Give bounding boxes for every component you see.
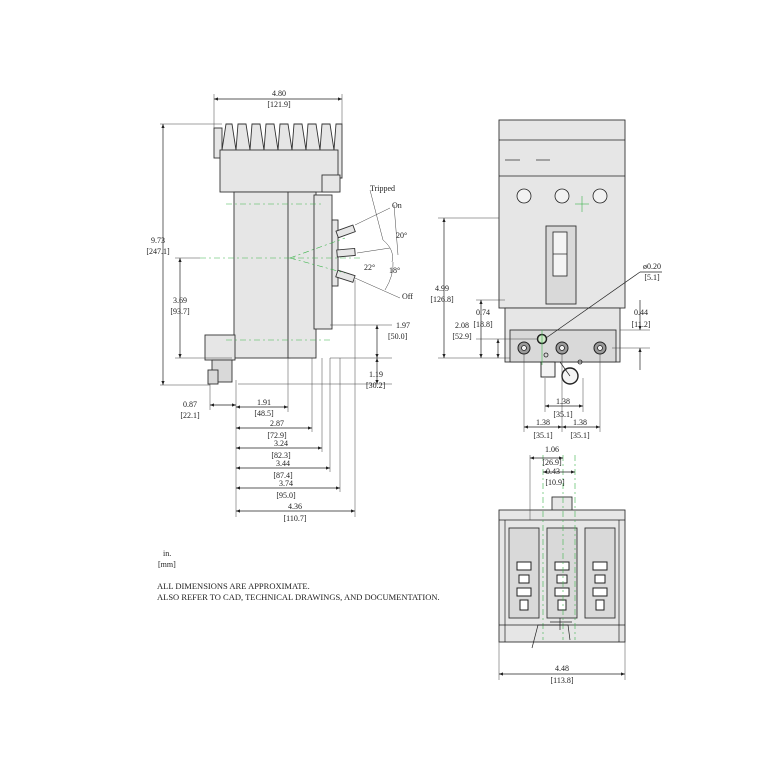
bottom-tab [551, 496, 573, 512]
dim-front-h2-in: 2.08 [455, 321, 469, 330]
note-line-1: ALL DIMENSIONS ARE APPROXIMATE. [157, 581, 310, 591]
dim-pitch-left-in: 1.38 [536, 418, 550, 427]
dim-rear-mm: [22.1] [180, 411, 200, 420]
dim-hole-mm: [5.1] [644, 273, 660, 282]
dim-d1-mm: [48.5] [254, 409, 274, 418]
handle-tripped [335, 224, 356, 239]
dim-d2-in: 2.87 [270, 419, 284, 428]
dim-mount-mm: [93.7] [170, 307, 190, 316]
dim-height-in: 9.73 [151, 236, 165, 245]
dim-width-in: 4.80 [272, 89, 286, 98]
angle-label-20: 20° [396, 231, 407, 240]
note-line-2: ALSO REFER TO CAD, TECHNICAL DRAWINGS, A… [157, 592, 440, 602]
side-front-face [313, 194, 333, 330]
legend-unit-mm: [mm] [158, 560, 176, 569]
dim-lower-in: 1.19 [369, 370, 383, 379]
dim-front-height-in: 4.99 [435, 284, 449, 293]
dim-d1-in: 1.91 [257, 398, 271, 407]
dim-handle-mm: [50.0] [388, 332, 408, 341]
side-foot [207, 369, 219, 385]
side-mid-body [287, 191, 317, 359]
dim-hole-in: ø0.20 [643, 262, 661, 271]
dim-rear-in: 0.87 [183, 400, 197, 409]
dim-d5-mm: [95.0] [276, 491, 296, 500]
dim-bottom-w2-mm: [10.9] [545, 478, 565, 487]
dim-front-h3-in: 0.74 [476, 308, 490, 317]
handle-off [335, 269, 356, 283]
dim-bottom-width-in: 4.48 [555, 664, 569, 673]
front-accessory-block [540, 361, 556, 378]
side-upper-housing [213, 127, 223, 159]
handle-label-off: Off [402, 292, 413, 301]
bottom-terminal-left [516, 561, 532, 611]
dim-bottom-w2-in: 0.43 [546, 467, 560, 476]
unit-legend: in. [mm] [158, 549, 176, 569]
dim-front-h3-mm: [18.8] [473, 320, 493, 329]
side-back-block [219, 149, 339, 193]
dim-bottom-width-mm: [113.8] [550, 676, 573, 685]
dim-d5-in: 3.74 [279, 479, 293, 488]
dim-handle-in: 1.97 [396, 321, 410, 330]
side-lower-base [204, 334, 236, 361]
bottom-view: 1.06 [26.9] 0.43 [10.9] 4.48 [113.8] [498, 445, 626, 685]
dim-d4-mm: [87.4] [273, 471, 293, 480]
dim-lower-mm: [30.2] [366, 381, 386, 390]
dim-width-mm: [121.9] [267, 100, 291, 109]
notes: ALL DIMENSIONS ARE APPROXIMATE. ALSO REF… [157, 581, 440, 602]
side-view: 4.80 [121.9] 9.73 [247.1] 3.69 [93.7] 1.… [146, 89, 413, 523]
dim-front-h2-mm: [52.9] [452, 332, 472, 341]
front-screw-left [516, 188, 532, 204]
handle-label-tripped: Tripped [370, 184, 395, 193]
bottom-terminal-right [592, 561, 608, 611]
legend-unit-in: in. [163, 549, 171, 558]
angle-label-18: 18° [389, 266, 400, 275]
dim-height-mm: [247.1] [146, 247, 170, 256]
dim-bottom-w1-mm: [26.9] [542, 458, 562, 467]
dim-pitch-mm: [35.1] [553, 410, 573, 419]
dim-d6-in: 4.36 [288, 502, 302, 511]
angle-label-22: 22° [364, 263, 375, 272]
dim-d2-mm: [72.9] [267, 431, 287, 440]
front-screw-right [592, 188, 608, 204]
dim-d3-in: 3.24 [274, 439, 288, 448]
bottom-terminal-center [554, 561, 570, 611]
front-view: 4.99 [126.8] 2.08 [52.9] 0.74 [18.8] ø0.… [430, 119, 662, 440]
dim-d4-in: 3.44 [276, 459, 290, 468]
dim-mount-in: 3.69 [173, 296, 187, 305]
dim-pitch-right-mm: [35.1] [570, 431, 590, 440]
bottom-accessory [531, 618, 572, 649]
front-screw-center [554, 188, 570, 204]
side-top-cap [321, 174, 341, 193]
dim-front-h4-in: 0.44 [634, 308, 648, 317]
dim-bottom-w1-in: 1.06 [545, 445, 559, 454]
dim-pitch-left-mm: [35.1] [533, 431, 553, 440]
dim-d3-mm: [82.3] [271, 451, 291, 460]
dim-front-height-mm: [126.8] [430, 295, 454, 304]
dim-pitch-right-in: 1.38 [573, 418, 587, 427]
handle-label-on: On [392, 201, 402, 210]
side-main-body [233, 191, 291, 359]
handle-on [336, 247, 356, 258]
dim-d6-mm: [110.7] [283, 514, 306, 523]
dim-front-h4-mm: [11.2] [631, 320, 650, 329]
dim-pitch-in: 1.38 [556, 397, 570, 406]
